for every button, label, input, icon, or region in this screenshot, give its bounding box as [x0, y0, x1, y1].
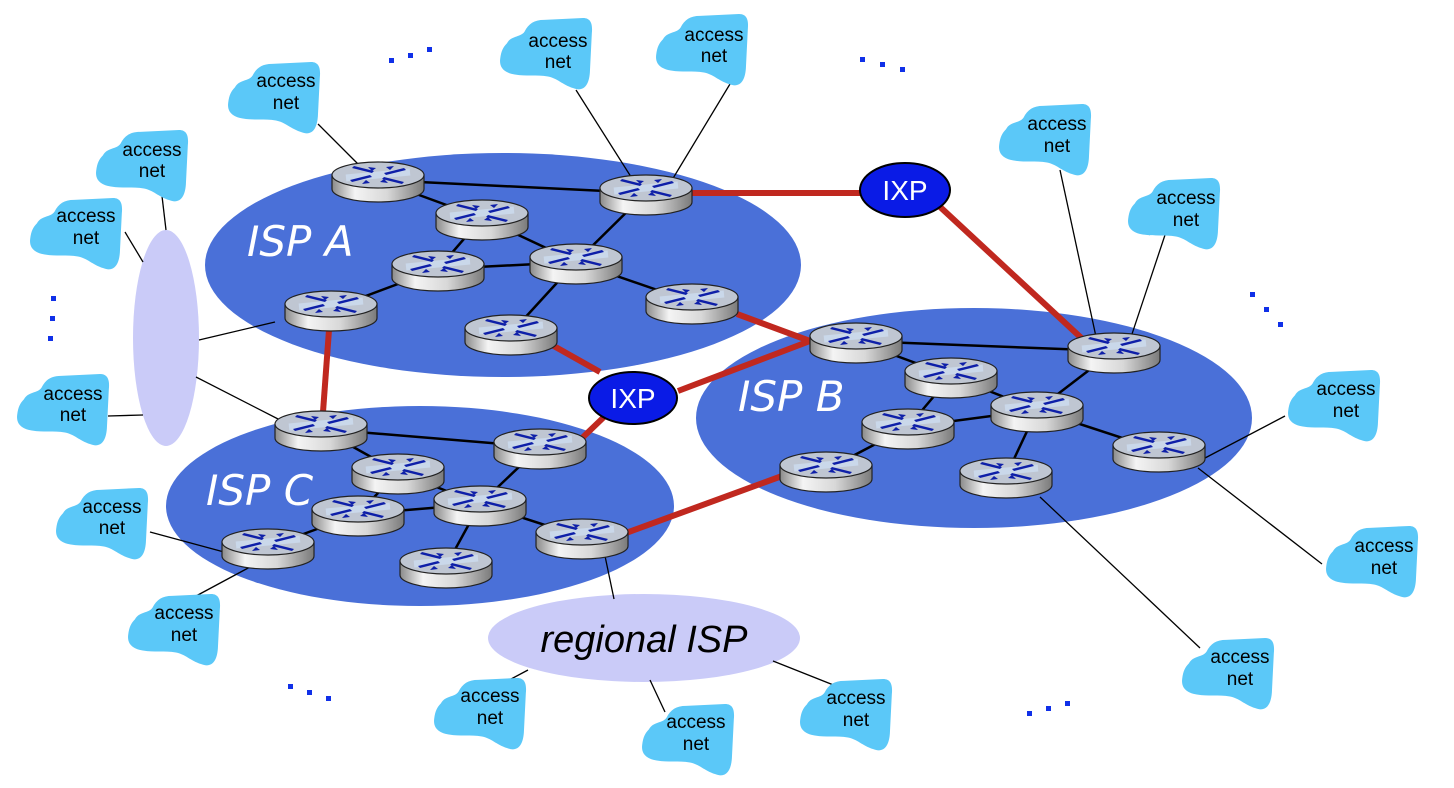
access-net-label: access: [528, 31, 587, 52]
isp-a-label: ISP A: [247, 217, 353, 266]
isp-b-label: ISP B: [738, 372, 845, 421]
router-icon: [352, 454, 444, 494]
peering-link-ixp2-c: [577, 413, 608, 443]
access-net-label: access: [1210, 647, 1269, 668]
router-icon: [536, 519, 628, 559]
isp-c-label: ISP C: [206, 466, 314, 515]
access-net-cloud: access net: [434, 677, 527, 750]
ellipsis-icon: [1250, 292, 1283, 327]
router-icon: [494, 429, 586, 469]
access-net-cloud: access net: [800, 678, 893, 751]
access-net-cloud: access net: [1128, 177, 1221, 250]
peering-links: [320, 190, 1093, 536]
access-net-label: access: [154, 603, 213, 624]
router-icon: [392, 251, 484, 291]
access-net-label: net: [1173, 210, 1200, 231]
router-icon: [222, 529, 314, 569]
router-icon: [810, 323, 902, 363]
peering-link-ixp2-b: [676, 338, 812, 394]
router-icon: [780, 452, 872, 492]
router-icon: [991, 392, 1083, 432]
access-net-cloud: access net: [999, 103, 1092, 176]
access-net-cloud: access net: [96, 129, 189, 202]
ixp-1: IXP: [859, 162, 951, 218]
access-net-label: net: [99, 518, 126, 539]
ixp-1-label: IXP: [882, 175, 927, 206]
access-net-label: access: [826, 688, 885, 709]
router-icon: [600, 175, 692, 215]
access-net-label: access: [122, 140, 181, 161]
router-icon: [1113, 432, 1205, 472]
access-net-label: net: [1371, 558, 1398, 579]
access-net-cloud: access net: [30, 197, 123, 270]
ellipsis-icon: [1027, 701, 1070, 716]
router-icon: [436, 200, 528, 240]
peering-link-c-b: [624, 473, 784, 536]
peering-link-a-c: [320, 329, 332, 413]
access-net-label: access: [43, 384, 102, 405]
ellipsis-icon: [288, 684, 331, 701]
peering-link-a-b: [735, 311, 812, 344]
access-net-label: net: [73, 228, 100, 249]
access-net-label: access: [1027, 114, 1086, 135]
access-net-cloud: access net: [500, 17, 593, 90]
access-net-label: access: [684, 25, 743, 46]
access-net-cloud: access net: [17, 373, 110, 446]
router-icon: [960, 458, 1052, 498]
access-net-label: net: [1333, 401, 1360, 422]
access-nets: access net access net access net access …: [17, 13, 1419, 776]
regional-isp-label: regional ISP: [540, 619, 748, 661]
access-net-label: access: [256, 71, 315, 92]
access-net-cloud: access net: [642, 703, 735, 776]
router-icon: [465, 315, 557, 355]
ellipsis-icon: [389, 47, 432, 63]
access-net-label: net: [701, 46, 728, 67]
access-net-cloud: access net: [656, 13, 749, 86]
access-net-label: net: [843, 710, 870, 731]
ellipsis-icon: [48, 296, 56, 341]
access-net-label: net: [683, 734, 710, 755]
access-net-label: access: [1156, 188, 1215, 209]
access-net-cloud: access net: [1326, 525, 1419, 598]
access-net-cloud: access net: [56, 487, 149, 560]
access-net-label: net: [171, 625, 198, 646]
ixp-2: IXP: [588, 371, 678, 425]
regional-isp-bottom: [488, 594, 800, 682]
router-icon: [1068, 333, 1160, 373]
ellipsis-icon: [860, 57, 905, 72]
peering-link-a-ixp2: [550, 342, 602, 375]
router-icon: [905, 358, 997, 398]
router-icon: [312, 496, 404, 536]
router-icon: [332, 162, 424, 202]
access-net-label: net: [273, 93, 300, 114]
router-icon: [275, 411, 367, 451]
access-net-label: access: [82, 497, 141, 518]
access-net-label: net: [477, 708, 504, 729]
access-net-cloud: access net: [1182, 637, 1275, 710]
router-icon: [434, 486, 526, 526]
router-icon: [862, 409, 954, 449]
router-icon: [285, 291, 377, 331]
access-net-label: net: [545, 52, 572, 73]
access-net-label: net: [1044, 136, 1071, 157]
router-icon: [400, 548, 492, 588]
access-net-label: net: [1227, 669, 1254, 690]
access-net-label: access: [1316, 379, 1375, 400]
access-net-cloud: access net: [228, 61, 321, 134]
peering-link-ixp1-b: [935, 202, 1093, 349]
access-net-label: access: [460, 686, 519, 707]
router-icon: [646, 284, 738, 324]
access-net-label: access: [1354, 536, 1413, 557]
router-icon: [530, 244, 622, 284]
ellipsis-markers: [48, 47, 1283, 716]
regional-isp-left: [133, 230, 199, 446]
access-net-label: net: [139, 161, 166, 182]
access-net-label: net: [60, 405, 87, 426]
access-net-label: access: [666, 712, 725, 733]
access-net-cloud: access net: [1288, 369, 1381, 442]
access-net-label: access: [56, 206, 115, 227]
ixp-2-label: IXP: [610, 383, 655, 414]
access-net-cloud: access net: [128, 593, 221, 666]
